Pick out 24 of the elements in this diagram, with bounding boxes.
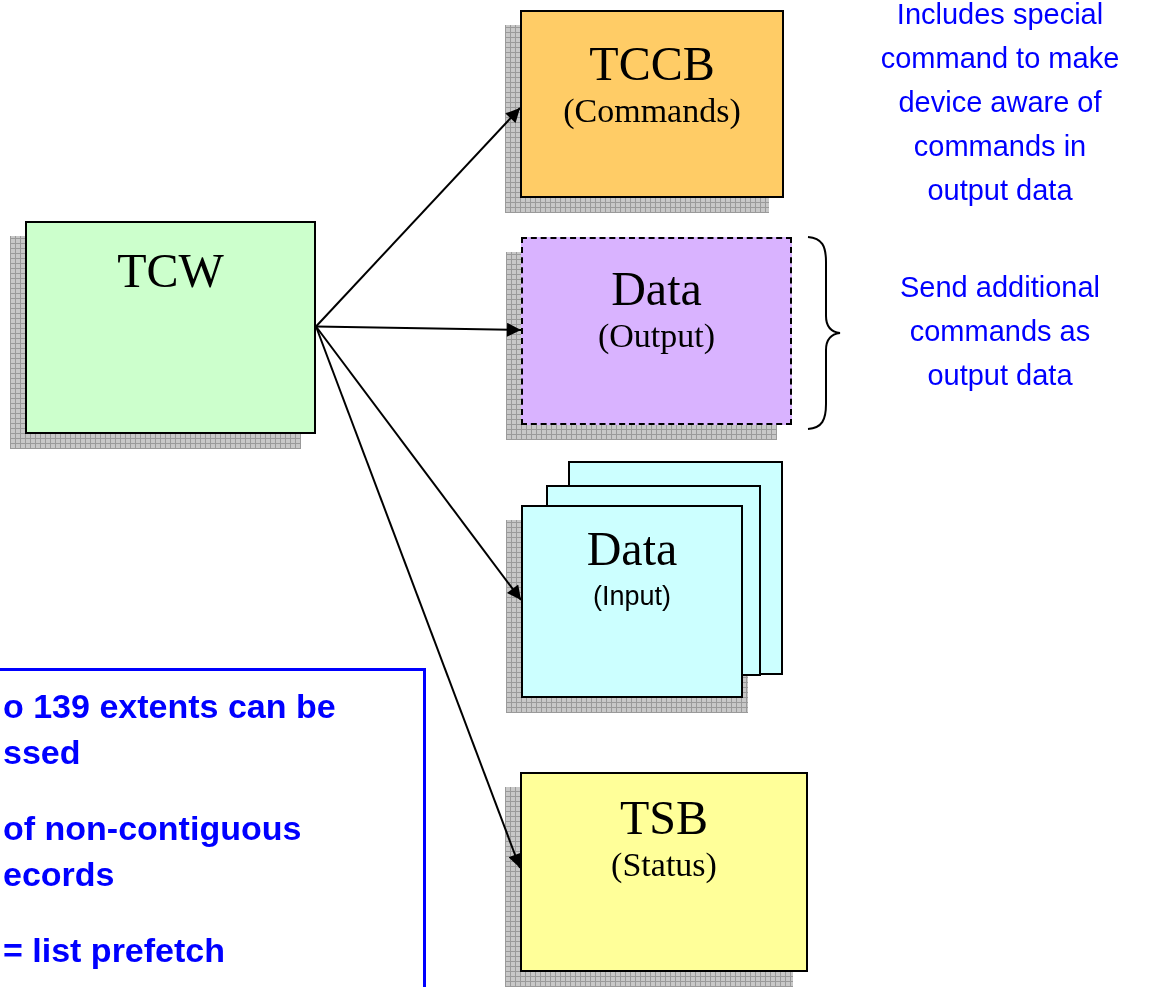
block-subtitle: (Status) [610, 844, 718, 885]
block-subtitle: (Input) [591, 579, 672, 613]
block-box [521, 237, 792, 425]
block-box [25, 221, 316, 434]
arrow [315, 325, 522, 869]
block-box [520, 772, 808, 972]
block-subtitle: (Commands) [562, 90, 742, 131]
stacked-box [521, 461, 783, 698]
note-text: of non-contiguous ecords [3, 808, 303, 895]
annotation-text: Send additional commands as output data [899, 270, 1101, 393]
block-title: TCW [116, 245, 225, 298]
block-title: Data [585, 523, 679, 576]
arrow [315, 325, 522, 601]
block-box [520, 10, 784, 198]
note-text: = list prefetch [3, 930, 226, 971]
arrow [315, 322, 522, 337]
block-title: Data [610, 263, 703, 316]
block-subtitle: (Output) [596, 315, 717, 356]
arrow [315, 107, 521, 328]
annotation-text: Includes special command to make device aware of commands in output data [879, 0, 1121, 208]
block-title: TSB [619, 792, 709, 845]
note-panel [0, 668, 426, 987]
note-text: o 139 extents can be ssed [3, 686, 337, 773]
block-title: TCCB [588, 38, 716, 91]
